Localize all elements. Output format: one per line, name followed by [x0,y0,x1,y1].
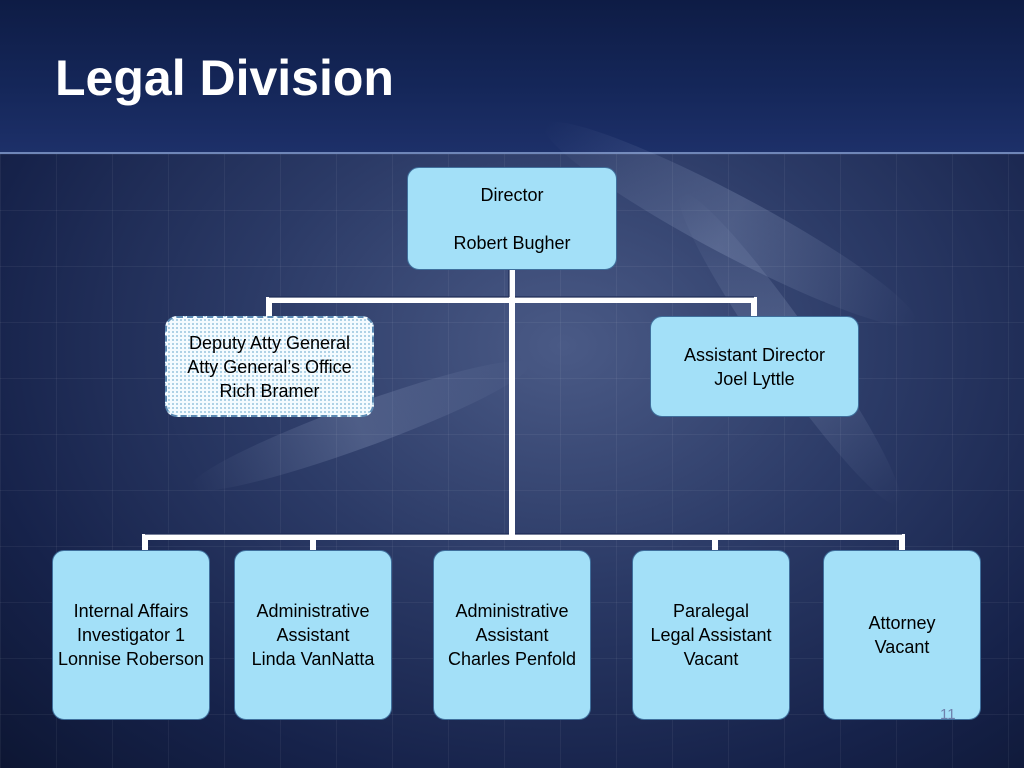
deputy-line-2: Atty General’s Office [187,356,352,377]
staff-line-1: Administrative [256,601,370,621]
staff-line-3: Linda VanNatta [251,649,375,669]
staff-box-paralegal: Paralegal Legal Assistant Vacant [632,550,790,720]
staff-line-2: Assistant [475,625,549,645]
staff-line-2: Legal Assistant [650,625,772,645]
director-name: Robert Bugher [453,232,571,253]
staff-line-2: Vacant [874,637,930,657]
staff-line-1: Administrative [455,601,569,621]
director-title: Director [480,184,544,205]
title-band: Legal Division [0,0,1024,154]
staff-line-1: Internal Affairs [73,601,189,621]
staff-line-1: Attorney [868,613,936,633]
staff-line-3: Vacant [683,649,739,669]
slide-title: Legal Division [55,50,394,106]
staff-box-admin-assistant-2: Administrative Assistant Charles Penfold [433,550,591,720]
staff-line-2: Assistant [276,625,350,645]
director-box: Director Robert Bugher [407,167,617,270]
staff-line-3: Lonnise Roberson [57,649,205,669]
deputy-line-1: Deputy Atty General [188,332,351,353]
deputy-atty-general-box: Deputy Atty General Atty General’s Offic… [165,316,374,417]
staff-box-admin-assistant-1: Administrative Assistant Linda VanNatta [234,550,392,720]
staff-box-internal-affairs: Internal Affairs Investigator 1 Lonnise … [52,550,210,720]
assistant-director-box: Assistant Director Joel Lyttle [650,316,859,417]
assistant-director-name: Joel Lyttle [714,368,795,389]
staff-box-attorney: Attorney Vacant [823,550,981,720]
staff-line-3: Charles Penfold [447,649,577,669]
assistant-director-title: Assistant Director [683,344,826,365]
page-number: 11 [940,706,956,723]
deputy-line-3: Rich Bramer [219,380,320,401]
staff-line-1: Paralegal [672,601,750,621]
staff-line-2: Investigator 1 [76,625,186,645]
